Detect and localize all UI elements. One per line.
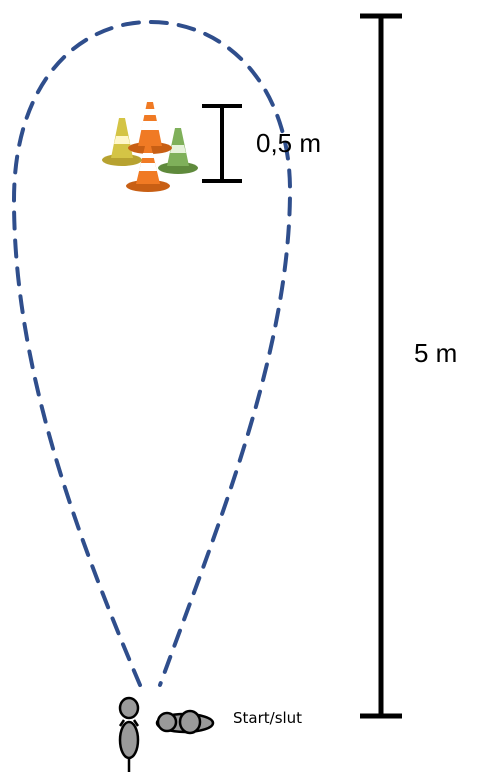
small-distance-label: 0,5 m [256,128,321,158]
walking-route-loop [11,19,293,687]
traffic-cone-icon [126,146,170,192]
person-topview-icon [118,696,140,772]
dog-topview-icon [155,709,215,735]
traffic-cone-icon [158,128,198,174]
start-finish-label: Start/slut [233,709,302,727]
large-distance-label: 5 m [414,338,457,368]
traffic-cone-cluster [102,102,198,192]
traffic-cone-icon [128,102,172,154]
large-scale-bar [360,13,402,719]
traffic-cone-icon [102,118,142,166]
small-scale-bar [202,104,242,183]
